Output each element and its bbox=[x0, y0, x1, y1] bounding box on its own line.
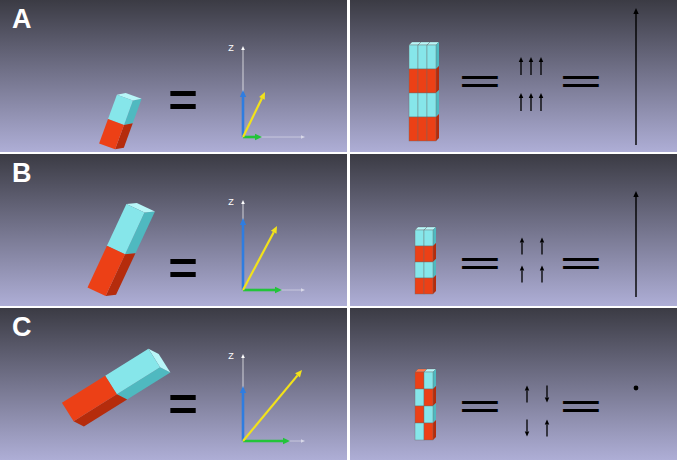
moment-vector-head bbox=[295, 370, 302, 377]
moment-vector bbox=[243, 98, 262, 137]
panel bbox=[350, 0, 677, 152]
spin-arrow bbox=[546, 386, 547, 398]
spin-arrow bbox=[521, 271, 522, 283]
x-axis bbox=[243, 137, 301, 138]
x-axis-head bbox=[301, 439, 305, 443]
spin-arrow bbox=[541, 271, 542, 283]
bar-magnet bbox=[62, 345, 170, 429]
spin-arrow-head bbox=[529, 57, 534, 62]
axis-label: Z bbox=[228, 44, 234, 53]
spin-arrow-head bbox=[529, 93, 534, 98]
spin-arrow bbox=[526, 391, 527, 403]
equals-sign: = bbox=[557, 386, 605, 424]
z-component-vector-head bbox=[240, 90, 246, 97]
moment-vector bbox=[243, 232, 274, 290]
panel bbox=[350, 308, 677, 460]
x-component-vector bbox=[243, 440, 283, 443]
panel-letter: C bbox=[12, 314, 32, 341]
moment-vector-head bbox=[271, 226, 277, 234]
equals-sign: = bbox=[168, 245, 198, 291]
bar-magnet bbox=[87, 199, 154, 300]
magnet-stack bbox=[409, 42, 439, 141]
z-axis-head bbox=[241, 200, 245, 204]
spin-arrow bbox=[530, 62, 531, 75]
x-axis bbox=[243, 290, 301, 291]
spin-arrow bbox=[530, 98, 531, 111]
spin-arrow-head bbox=[520, 266, 525, 271]
net-moment-arrow-head bbox=[633, 191, 638, 197]
z-axis bbox=[243, 204, 244, 290]
x-component-vector bbox=[243, 136, 255, 139]
spin-arrow-head bbox=[519, 57, 524, 62]
spin-arrow-head bbox=[545, 420, 550, 425]
net-moment-arrow-head bbox=[633, 8, 638, 14]
spin-arrow-head bbox=[525, 432, 530, 437]
spin-arrow-head bbox=[539, 57, 544, 62]
x-component-vector bbox=[243, 289, 275, 292]
z-axis-head bbox=[241, 46, 245, 50]
zero-moment-dot bbox=[634, 386, 639, 391]
panel bbox=[0, 154, 347, 306]
spin-arrow-head bbox=[539, 93, 544, 98]
equals-sign: = bbox=[168, 77, 198, 123]
z-axis bbox=[243, 358, 244, 441]
spin-arrow bbox=[520, 98, 521, 111]
spin-arrow-head bbox=[520, 238, 525, 243]
spin-arrow bbox=[546, 425, 547, 437]
spin-arrow bbox=[540, 62, 541, 75]
net-moment-arrow bbox=[635, 14, 636, 145]
axis-label: Z bbox=[228, 352, 234, 361]
x-component-vector-head bbox=[275, 287, 282, 293]
spin-arrow bbox=[526, 420, 527, 432]
spin-arrow-head bbox=[525, 386, 530, 391]
panel-letter: B bbox=[12, 160, 32, 187]
axis-label: Z bbox=[228, 198, 234, 207]
z-component-vector bbox=[242, 225, 245, 290]
equals-sign: = bbox=[168, 381, 198, 427]
spin-arrow-head bbox=[519, 93, 524, 98]
panel bbox=[0, 0, 347, 152]
panel-letter: A bbox=[12, 6, 32, 33]
spin-arrow bbox=[540, 98, 541, 111]
x-component-vector-head bbox=[255, 134, 262, 140]
spin-arrow-head bbox=[540, 238, 545, 243]
spin-arrow-head bbox=[540, 266, 545, 271]
x-axis-head bbox=[301, 135, 305, 139]
equals-sign: = bbox=[557, 243, 605, 281]
z-component-vector-head bbox=[240, 386, 246, 393]
bar-magnet bbox=[99, 90, 142, 152]
panel bbox=[0, 308, 347, 460]
z-component-vector-head bbox=[240, 218, 246, 225]
z-component-vector bbox=[242, 393, 245, 441]
magnet-stack bbox=[415, 227, 436, 294]
x-component-vector-head bbox=[283, 438, 290, 444]
x-axis bbox=[243, 441, 301, 442]
magnet-stack bbox=[415, 369, 436, 440]
equals-sign: = bbox=[456, 61, 504, 99]
moment-vector-head bbox=[259, 92, 265, 100]
x-axis-head bbox=[301, 288, 305, 292]
spin-arrow-head bbox=[545, 398, 550, 403]
z-component-vector bbox=[242, 97, 245, 137]
moment-vector bbox=[243, 375, 298, 441]
spin-arrow bbox=[520, 62, 521, 75]
equals-sign: = bbox=[557, 61, 605, 99]
spin-arrow bbox=[541, 243, 542, 255]
net-moment-arrow bbox=[635, 197, 636, 297]
equals-sign: = bbox=[456, 243, 504, 281]
panel bbox=[350, 154, 677, 306]
equals-sign: = bbox=[456, 386, 504, 424]
spin-arrow bbox=[521, 243, 522, 255]
z-axis-head bbox=[241, 354, 245, 358]
